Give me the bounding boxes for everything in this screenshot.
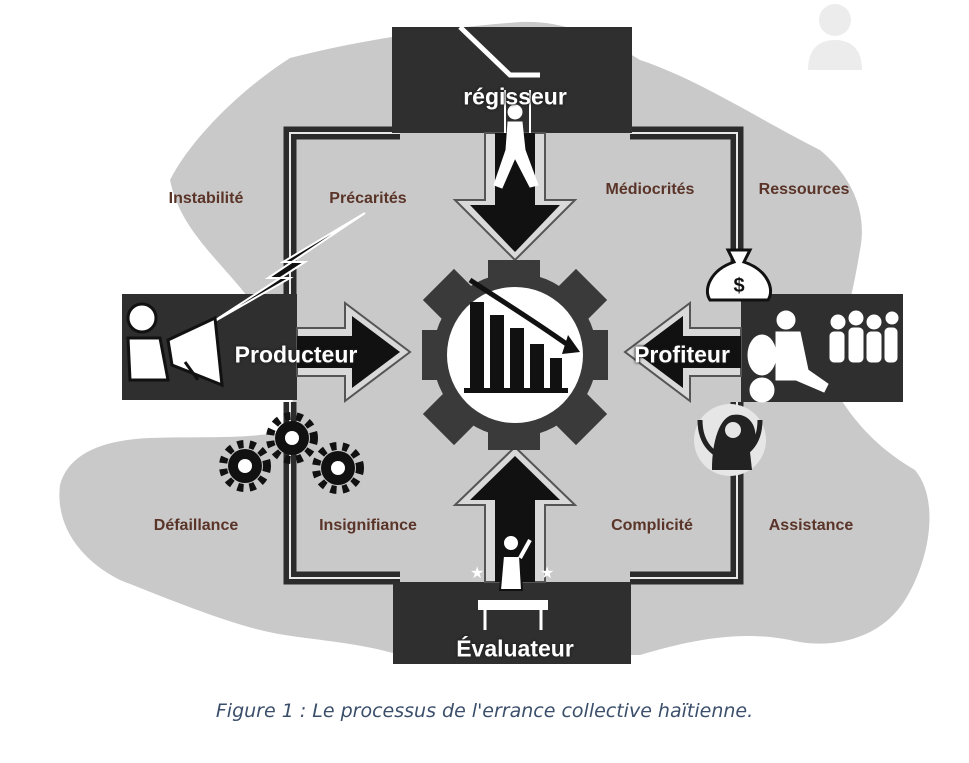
arrow-up <box>452 445 578 583</box>
megaphone-icon <box>126 302 224 388</box>
gear-chart-icon <box>422 260 608 450</box>
label-insignifiance: Insignifiance <box>319 517 417 534</box>
arrow-down <box>452 132 578 262</box>
puppeteer-icon <box>458 25 540 189</box>
label-ressources: Ressources <box>758 181 850 198</box>
label-mediocrites: Médiocrités <box>605 181 695 198</box>
role-profiteur: Profiteur <box>634 341 730 368</box>
label-complicite: Complicité <box>611 517 693 534</box>
box-evaluateur <box>393 582 631 664</box>
svg-text:★: ★ <box>540 563 554 582</box>
speaker-podium-icon: ★ ★ <box>470 534 554 630</box>
avatar-icon <box>804 0 866 72</box>
svg-text:$: $ <box>733 275 744 297</box>
diagram-graphic: $ <box>59 21 930 664</box>
arrow-right <box>296 300 412 404</box>
role-producteur: Producteur <box>234 341 358 368</box>
label-defaillance: Défaillance <box>153 517 239 534</box>
label-assistance: Assistance <box>768 517 854 534</box>
laurel-brain-icon <box>694 404 766 476</box>
gears-icon <box>219 412 364 494</box>
money-bag-icon: $ <box>705 248 773 302</box>
svg-text:★: ★ <box>470 563 484 582</box>
arrow-left <box>623 300 742 404</box>
figure-caption: Figure 1 : Le processus de l'errance col… <box>215 700 754 722</box>
label-precarites: Précarités <box>329 190 407 207</box>
role-regisseur: régisseur <box>463 83 567 110</box>
crowd-icon <box>747 310 899 403</box>
label-instabilite: Instabilité <box>168 190 244 207</box>
role-evaluateur: Évaluateur <box>456 635 574 662</box>
